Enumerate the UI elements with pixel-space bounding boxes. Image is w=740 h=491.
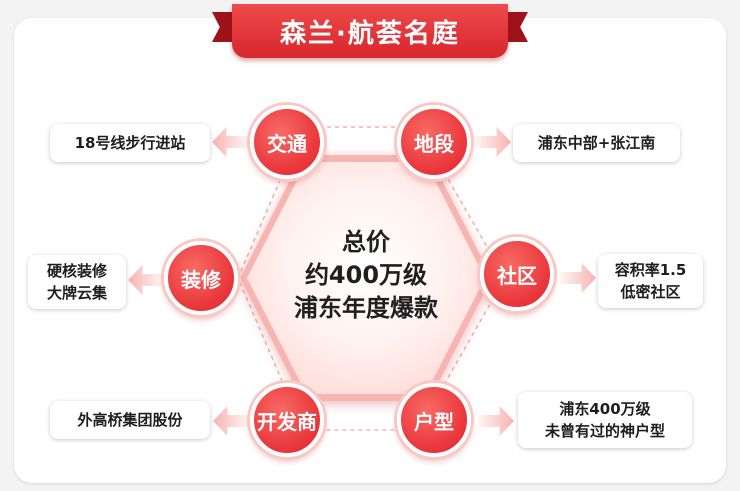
center-headline: 总价 约400万级 浦东年度爆款 bbox=[260, 226, 472, 325]
label-text: 外高桥集团股份 bbox=[77, 411, 183, 429]
label-text: 浦东中部+张江南 bbox=[537, 134, 656, 152]
label-location: 浦东中部+张江南 bbox=[513, 124, 680, 162]
center-line-2: 约400万级 bbox=[304, 261, 428, 289]
label-text: 大牌云集 bbox=[46, 284, 107, 302]
label-decoration: 硬核装修 大牌云集 bbox=[28, 255, 126, 309]
center-hexagon bbox=[240, 155, 492, 401]
center-line-1: 总价 bbox=[342, 228, 390, 256]
label-layout: 浦东400万级 未曾有过的神户型 bbox=[518, 392, 692, 448]
label-text: 18号线步行进站 bbox=[74, 134, 186, 152]
label-text: 低密社区 bbox=[620, 283, 681, 301]
label-transport: 18号线步行进站 bbox=[50, 124, 210, 162]
bubble-developer: 开发商 bbox=[250, 383, 324, 457]
label-text: 硬核装修 bbox=[46, 262, 107, 280]
bubble-transport: 交通 bbox=[250, 105, 324, 179]
label-community: 容积率1.5 低密社区 bbox=[598, 254, 703, 308]
label-text: 容积率1.5 bbox=[614, 261, 687, 279]
center-line-3: 浦东年度爆款 bbox=[294, 294, 438, 322]
bubble-community: 社区 bbox=[480, 237, 554, 311]
bubble-decoration: 装修 bbox=[164, 241, 238, 315]
bubble-location: 地段 bbox=[397, 105, 471, 179]
label-developer: 外高桥集团股份 bbox=[50, 401, 210, 439]
label-text: 未曾有过的神户型 bbox=[544, 422, 665, 440]
label-text: 浦东400万级 bbox=[559, 400, 651, 418]
bubble-layout: 户型 bbox=[397, 383, 471, 457]
page-title: 森兰·航荟名庭 bbox=[232, 4, 508, 58]
